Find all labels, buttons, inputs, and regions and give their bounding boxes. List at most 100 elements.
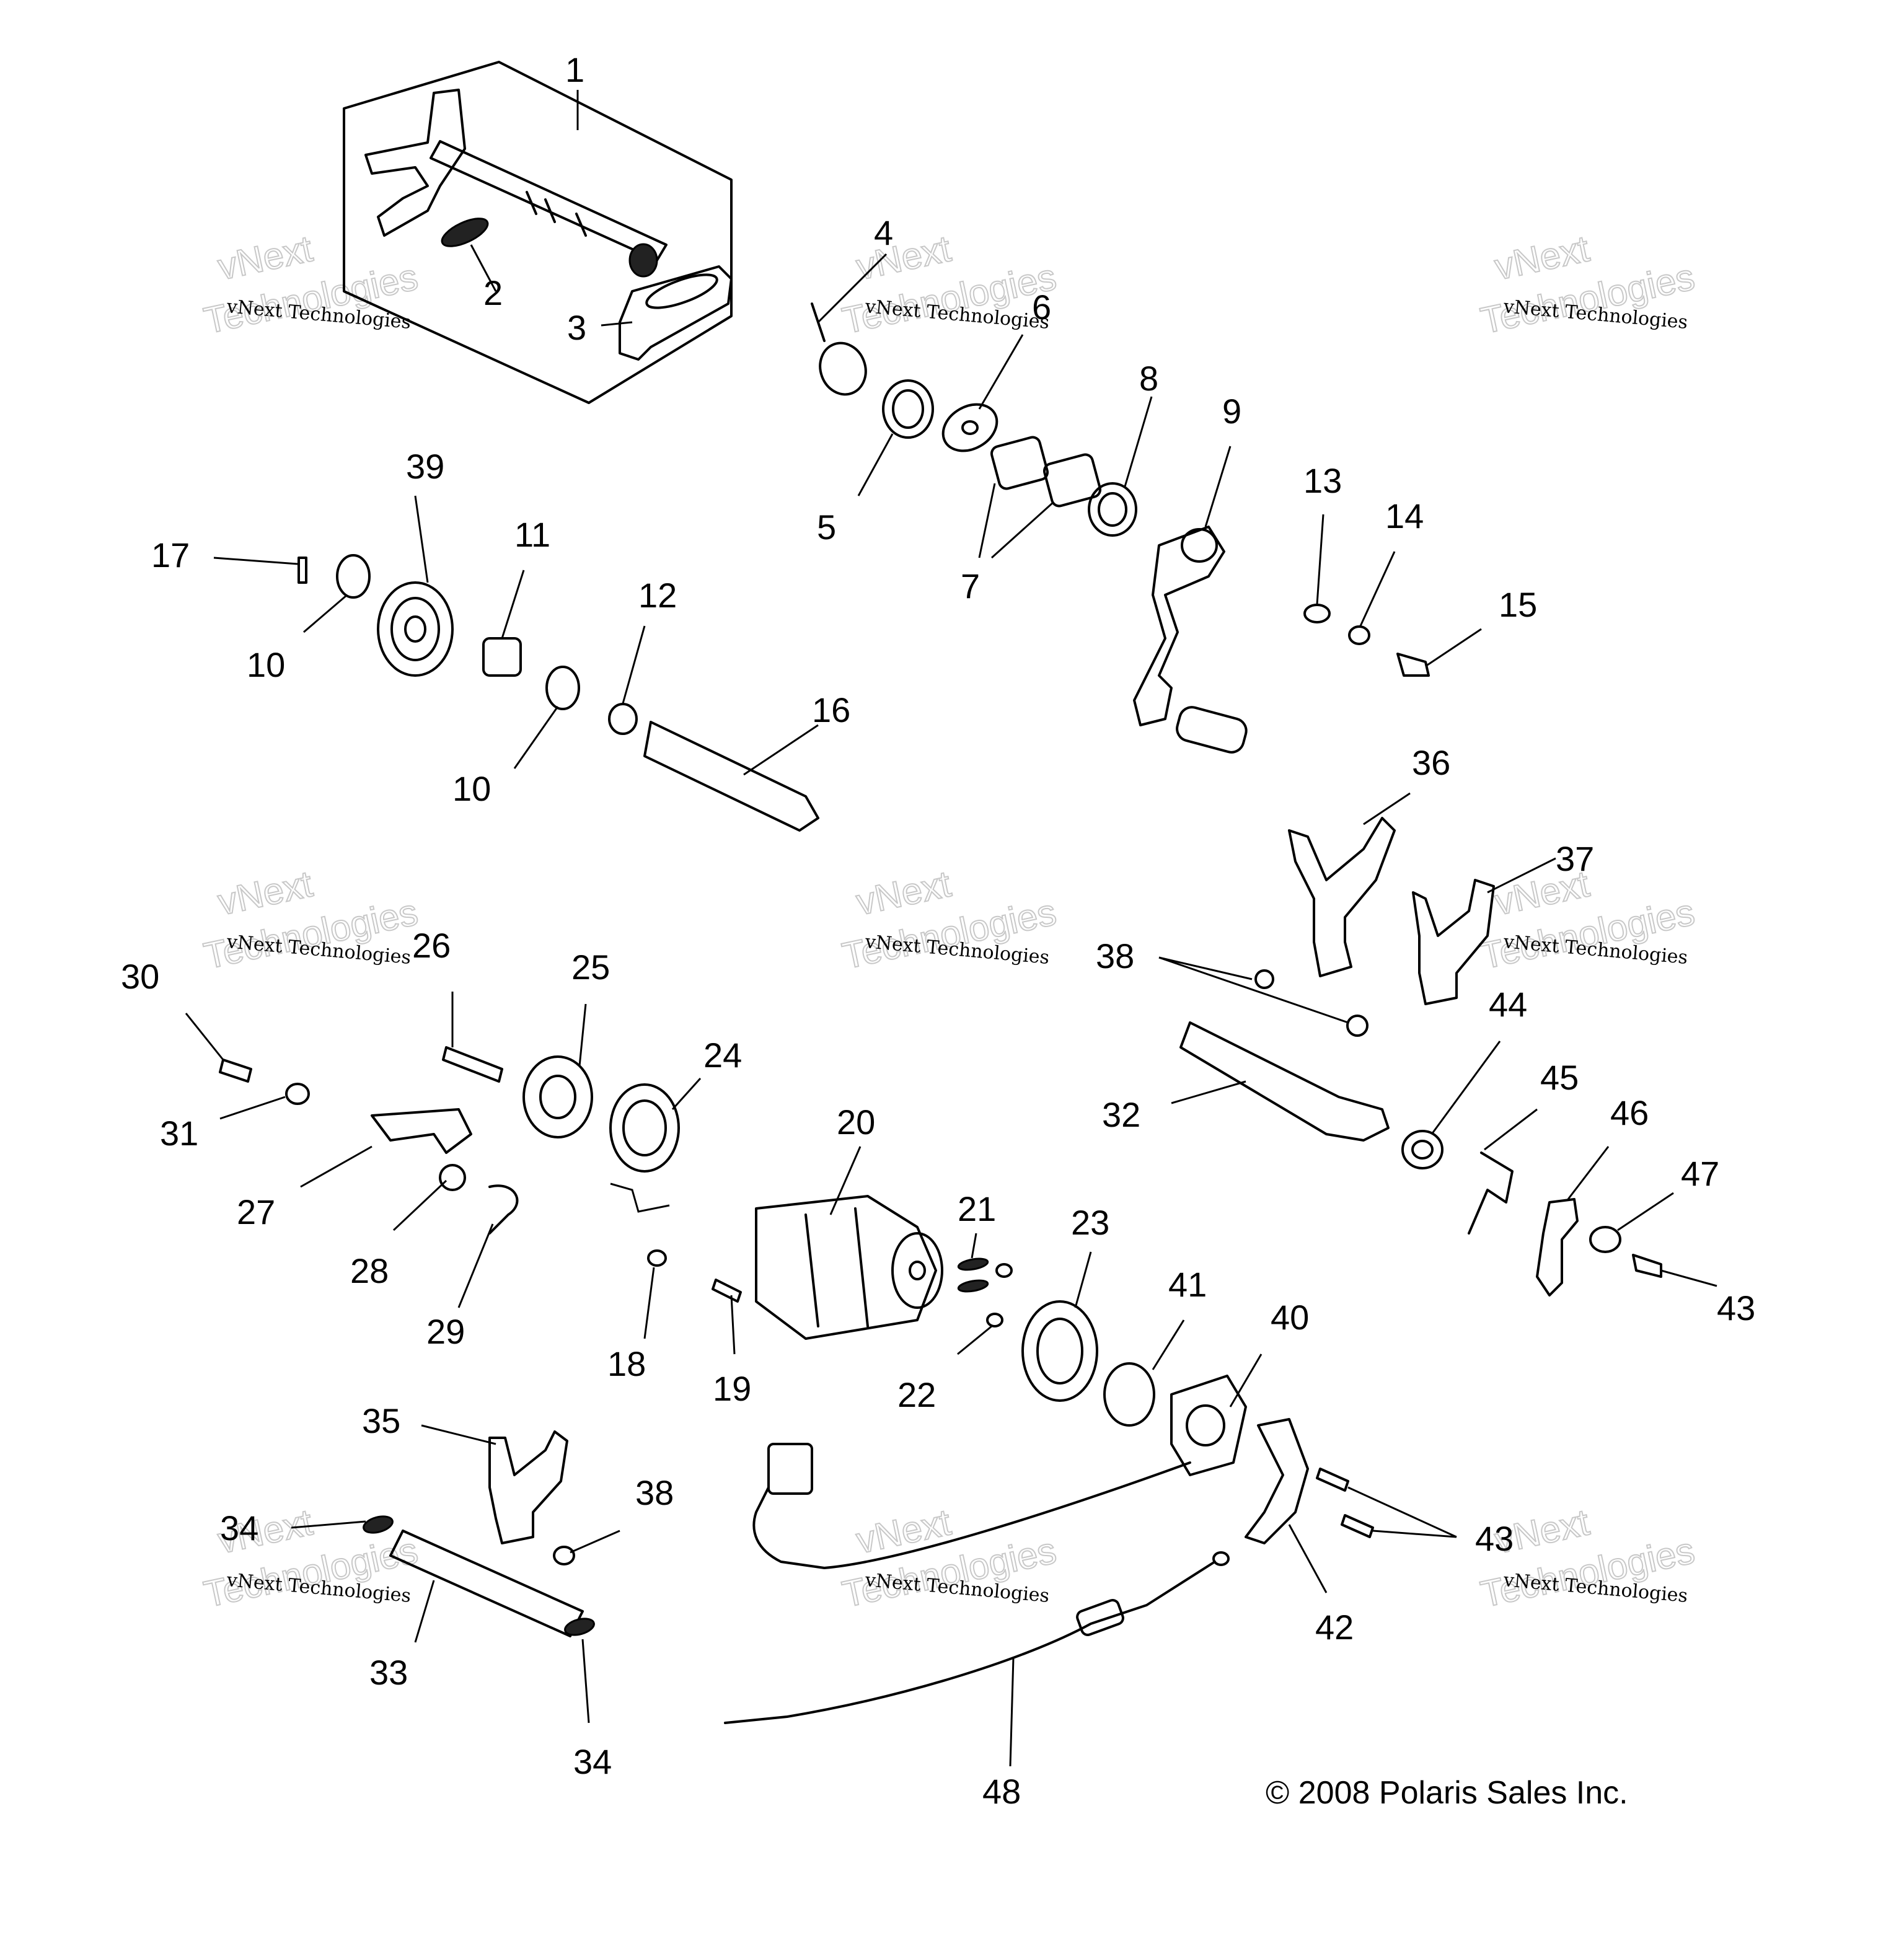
callout-label: 45 [1540,1058,1579,1097]
watermark-6: vNext Technologies vNext Technologies [1476,862,1699,977]
indicator-line [610,1182,670,1213]
callout-label: 14 [1385,496,1424,535]
pin-part [986,1313,1003,1327]
callout-label: 2 [483,273,503,312]
callout-label: 13 [1303,461,1342,500]
callout-label: 24 [703,1036,742,1075]
callout-label: 40 [1271,1298,1309,1337]
callout-label: 39 [406,447,444,486]
callout-label: 28 [350,1251,389,1290]
shift-fork-part [1288,817,1396,977]
fork-shaft-part [1179,1021,1390,1142]
watermark-9: vNext Technologies vNext Technologies [1476,1500,1699,1616]
callout-label: 26 [412,926,451,965]
shift-fork-part [488,1430,568,1544]
callout-label: 8 [1139,359,1158,398]
callout-label: 23 [1071,1203,1109,1242]
spring-part [1468,1151,1514,1235]
callout-label: 1 [565,50,584,89]
seal-part [1401,1130,1443,1169]
callout-label: 47 [1681,1154,1719,1193]
washer-part [545,666,580,710]
callout-label: 38 [1096,936,1134,975]
spring-part [957,1257,989,1271]
callout-label: 38 [635,1473,674,1512]
callout-label: 5 [817,508,836,547]
watermark-text-big: vNext [1491,227,1593,288]
callout-label: 4 [874,213,893,252]
watermark-text-big: vNext [853,227,954,288]
pin-part [995,1263,1013,1278]
callout-label: 31 [160,1114,198,1153]
callout-label: 3 [567,308,586,347]
bolt-part [1316,1468,1349,1492]
bolt-part [1632,1254,1662,1278]
watermark-3: vNext Technologies vNext Technologies [1476,227,1699,342]
watermark-1: vNext Technologies vNext Technologies [200,227,422,342]
shift-plate-part [619,265,733,361]
callout-label: 15 [1499,585,1537,624]
callout-label: 19 [713,1369,751,1408]
seal-part [1021,1300,1098,1402]
callout-label: 41 [1168,1265,1207,1304]
bolt-part [219,1059,252,1083]
shift-shaft-part [364,89,668,278]
callout-label: 48 [982,1772,1021,1811]
spring-part [363,1515,394,1534]
callout-label: 7 [961,566,980,605]
bearing-part [609,1083,680,1173]
spring-part [564,1618,595,1636]
leader-lines [185,90,1717,1767]
callout-label: 34 [573,1742,612,1781]
callout-label: 17 [151,535,190,575]
callout-label: 43 [1717,1288,1755,1327]
callout-label: 33 [369,1653,408,1692]
callout-label: 10 [452,769,491,808]
callout-label: 11 [514,515,550,554]
washer-part [285,1083,310,1105]
washer-part [941,403,998,452]
watermark-5: vNext Technologies vNext Technologies [838,862,1060,977]
switch-connector [767,1443,813,1495]
callout-label: 20 [837,1103,875,1142]
callout-label: 36 [1412,743,1450,782]
fork-pin-part [1254,969,1274,989]
callout-label: 22 [897,1375,936,1414]
washer-part [647,1249,667,1267]
callout-label: 9 [1222,392,1241,431]
callout-label: 34 [220,1508,258,1548]
collar-part [882,379,934,439]
callout-label: 12 [638,576,677,615]
callout-label: 18 [607,1344,646,1383]
callout-label: 35 [362,1401,400,1440]
shift-drum-part [755,1195,937,1340]
o-ring-part [1103,1362,1155,1427]
switch-wire [752,1461,1191,1569]
callout-label: 32 [1102,1095,1140,1134]
callout-label: 29 [426,1312,465,1351]
copyright-notice: © 2008 Polaris Sales Inc. [1266,1775,1628,1811]
watermarks: vNext Technologies vNext Technologies vN… [200,227,1699,1616]
callout-label: 37 [1556,839,1594,878]
callout-label: 21 [958,1189,996,1228]
callout-label: 42 [1315,1608,1354,1647]
seal-part [1088,482,1137,537]
gear-part [377,581,454,677]
washer-part [336,554,371,599]
bolt-part [1341,1514,1374,1538]
watermark-text-big: vNext [853,863,954,923]
callout-label: 44 [1489,985,1527,1024]
stopper-arm-part [371,1108,472,1154]
bolt-part [1396,653,1430,677]
parts [219,61,1662,1724]
callout-label: 43 [1475,1519,1514,1558]
shift-cable-part [724,1561,1216,1724]
screw-part [712,1279,742,1303]
fork-shaft-part [389,1530,584,1637]
spring-part [957,1279,989,1293]
callout-label: 46 [1610,1093,1649,1132]
fork-pin-part [1346,1015,1368,1037]
callout-label: 27 [237,1192,275,1231]
bushing-part [482,637,522,677]
fork-pin-part [553,1546,575,1565]
